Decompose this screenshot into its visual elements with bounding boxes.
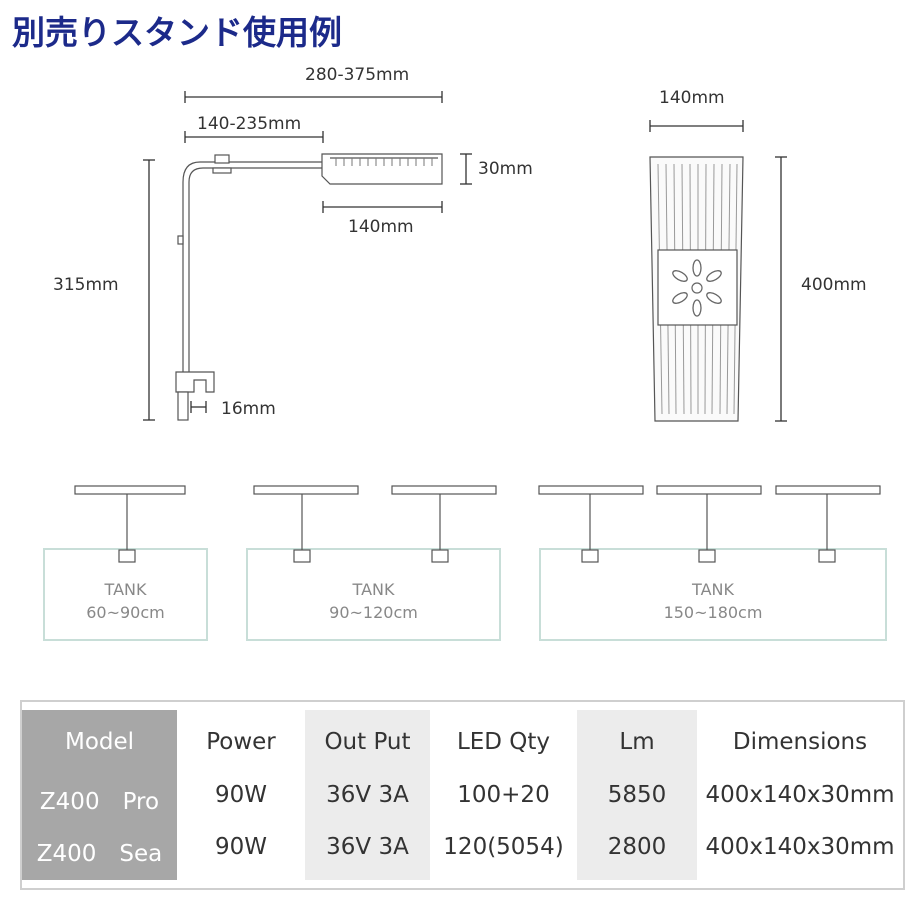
spec-column-model: Model Z400 Pro Z400 Sea: [22, 710, 177, 880]
top-view: [649, 156, 744, 422]
side-view-fins: [335, 158, 433, 166]
dim-top-width: 140mm: [659, 88, 725, 108]
dim-stand-height: 315mm: [53, 275, 119, 295]
dim-light-width-side: 140mm: [348, 217, 414, 237]
spec-cell: 5850: [607, 782, 667, 808]
spec-column-lm: Lm 5850 2800: [577, 710, 697, 880]
tank-size: 60~90cm: [86, 603, 165, 622]
tank-lights: [74, 485, 881, 563]
spec-header: Model: [64, 729, 135, 755]
spec-cell: 400x140x30mm: [705, 834, 895, 860]
tank-label-1: TANK 60~90cm: [44, 578, 207, 624]
dim-overall-width: 280-375mm: [305, 65, 410, 85]
dim-top-length: 400mm: [801, 275, 867, 295]
page-title: 別売りスタンド使用例: [12, 13, 342, 52]
spec-cell: 36V 3A: [326, 834, 409, 860]
spec-header: Dimensions: [732, 729, 868, 755]
spec-column-led-qty: LED Qty 100+20 120(5054): [430, 710, 577, 880]
tank-title: TANK: [104, 580, 147, 599]
side-view: [175, 153, 443, 421]
spec-cell: 120(5054): [443, 834, 564, 860]
tank-title: TANK: [352, 580, 395, 599]
spec-table: Model Z400 Pro Z400 Sea Power 90W 90W Ou…: [20, 700, 905, 890]
spec-cell: Z400 Pro: [39, 789, 160, 815]
spec-cell: 36V 3A: [326, 782, 409, 808]
dim-arm-width: 140-235mm: [197, 114, 302, 134]
tank-title: TANK: [692, 580, 734, 599]
spec-column-output: Out Put 36V 3A 36V 3A: [305, 710, 430, 880]
spec-header: Power: [206, 729, 276, 755]
spec-cell: 400x140x30mm: [705, 782, 895, 808]
spec-header: LED Qty: [456, 729, 551, 755]
dim-light-height: 30mm: [478, 159, 533, 179]
tank-size: 90~120cm: [329, 603, 418, 622]
tank-size: 150~180cm: [663, 603, 763, 622]
spec-cell: 100+20: [457, 782, 550, 808]
tank-label-2: TANK 90~120cm: [247, 578, 500, 624]
spec-cell: 90W: [214, 834, 267, 860]
spec-cell: 90W: [214, 782, 267, 808]
spec-header: Out Put: [324, 729, 411, 755]
spec-column-dimensions: Dimensions 400x140x30mm 400x140x30mm: [697, 710, 903, 880]
tank-outlines: [43, 548, 887, 641]
spec-header: Lm: [619, 729, 655, 755]
tank-label-3: TANK 150~180cm: [540, 578, 886, 624]
spec-cell: Z400 Sea: [36, 841, 163, 867]
spec-column-power: Power 90W 90W: [177, 710, 305, 880]
dim-clamp-size: 16mm: [221, 399, 276, 419]
spec-cell: 2800: [607, 834, 667, 860]
